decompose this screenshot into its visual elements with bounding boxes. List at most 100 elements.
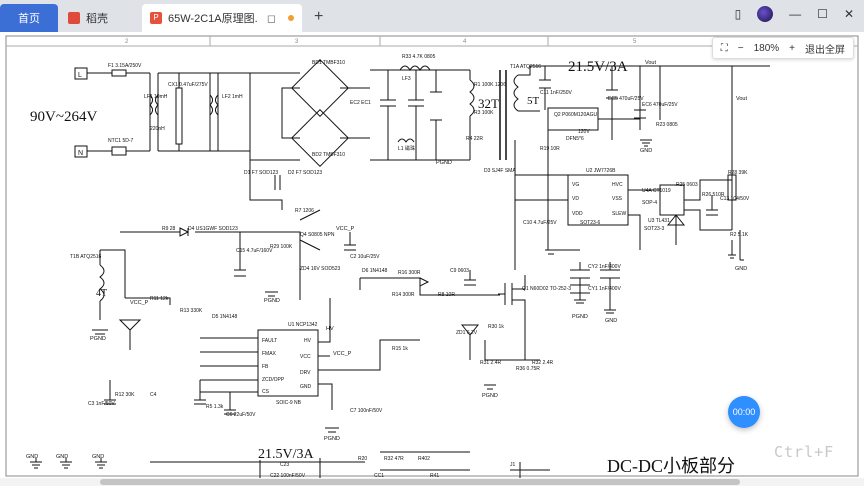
- fit-page-icon[interactable]: ⛶: [720, 42, 728, 54]
- tab-document-label: 65W-2C1A原理图.pdf: [168, 13, 257, 25]
- u1-pin-drv: DRV: [300, 370, 311, 376]
- maximize-button[interactable]: ☐: [817, 7, 828, 21]
- minimize-button[interactable]: —: [789, 7, 802, 21]
- u1-pin-gnd: GND: [300, 384, 312, 390]
- label-f1: F1 3.15A/250V: [108, 63, 142, 69]
- pdf-page-canvas[interactable]: 2 3 4 5 6 L N: [0, 32, 864, 486]
- label-lf2: LF2 1mH: [222, 94, 243, 100]
- label-q1: Q1 N60D02 TO-252-3: [522, 286, 571, 292]
- zoom-out-button[interactable]: −: [737, 42, 744, 54]
- terminal-l-label: L: [78, 72, 82, 79]
- label-r7: R7 1206: [295, 208, 314, 214]
- close-button[interactable]: ✕: [843, 7, 854, 21]
- label-u2: U2 JW7726B: [586, 168, 616, 174]
- exit-fullscreen-button[interactable]: 退出全屏: [805, 44, 845, 56]
- label-r28: R28 39K: [728, 170, 748, 176]
- label-r40: R402: [418, 456, 430, 462]
- tab-docer[interactable]: 稻壳: [60, 4, 140, 32]
- u1-pin-fb: FB: [262, 364, 269, 370]
- label-c13: C13 104/50V: [720, 196, 750, 202]
- u2-pin-hvc: HVC: [612, 182, 623, 188]
- fuse-symbol: [111, 69, 127, 77]
- label-c6: C6 22uF/50V: [226, 412, 256, 418]
- net-gnd: GND: [26, 454, 38, 460]
- ruler-number: 5: [633, 39, 637, 45]
- u2-pin-vdd: VDD: [572, 211, 583, 217]
- label-j1: J1: [510, 462, 516, 468]
- net-vcc-p: VCC_P: [333, 351, 352, 357]
- label-ec6: EC6 470uF/25V: [642, 102, 678, 108]
- net-pgnd: PGND: [482, 393, 498, 399]
- tab-home[interactable]: 首页: [0, 4, 58, 32]
- l1-bead: [397, 138, 415, 143]
- label-r3: R3 100K: [474, 110, 494, 116]
- bridge-bd1: [291, 59, 349, 117]
- label-u1-package: SOIC-9 NB: [276, 400, 302, 406]
- net-vcc-p: VCC_P: [336, 226, 355, 232]
- label-r26: R26 510R: [702, 192, 725, 198]
- u1-pin-hv: HV: [304, 338, 312, 344]
- label-c3: C3 1nF/50V: [88, 401, 115, 407]
- label-c10: C10 4.7uF/25V: [523, 220, 557, 226]
- label-q4: Q4 S0805 NPN: [300, 232, 335, 238]
- terminal-n-label: N: [78, 150, 83, 157]
- label-c22: C22 100nF/50V: [270, 473, 306, 479]
- label-cx1: CX1 0.47uF/275V: [168, 82, 208, 88]
- turns-4t-label: 4T: [96, 288, 107, 299]
- label-r25: R25 0603: [676, 182, 698, 188]
- net-vout: Vout: [645, 60, 656, 66]
- label-c9: C9 0603: [450, 268, 469, 274]
- label-bd1: BD1 TMBF310: [312, 60, 345, 66]
- net-vcc-p: VCC_P: [130, 300, 149, 306]
- label-r12: R12 30K: [115, 392, 135, 398]
- zoom-level[interactable]: 180%: [753, 42, 780, 54]
- tab-document[interactable]: P 65W-2C1A原理图.pdf ◻: [142, 4, 302, 32]
- label-r20: R20: [358, 456, 367, 462]
- zoom-in-button[interactable]: +: [789, 42, 795, 54]
- label-u4a-package: SOP-4: [642, 200, 657, 206]
- scrollbar-thumb[interactable]: [100, 479, 740, 485]
- label-r19: R19 10R: [540, 146, 560, 152]
- u2-pin-vss: VSS: [612, 196, 623, 202]
- u1-pin-vcc: VCC: [300, 354, 311, 360]
- label-c11: C11 1nF/250V: [540, 90, 573, 96]
- label-r41: R41: [430, 473, 439, 479]
- turns-5t-label: 5T: [527, 95, 540, 107]
- sidebar-toggle-icon[interactable]: ▯: [734, 7, 742, 21]
- label-r5: R5 1.3k: [206, 404, 224, 410]
- net-pgnd: PGND: [264, 298, 280, 304]
- label-r31: R31 2.4R: [480, 360, 502, 366]
- cx1-capacitor: [175, 87, 183, 145]
- new-tab-button[interactable]: +: [314, 8, 324, 25]
- u1-pin-fault: FAULT: [262, 338, 277, 344]
- horizontal-scrollbar[interactable]: [0, 478, 864, 486]
- label-u2-package: SOT23-6: [580, 220, 601, 226]
- net-gnd: GND: [56, 454, 68, 460]
- net-pgnd: PGND: [90, 336, 106, 342]
- label-ec2: EC2 EC1: [350, 100, 371, 106]
- user-avatar[interactable]: [757, 6, 774, 22]
- ntc-symbol: [111, 146, 127, 156]
- recording-timer-button[interactable]: 00:00: [728, 396, 760, 428]
- label-r13: R13 330K: [180, 308, 203, 314]
- net-gnd: GND: [640, 148, 652, 154]
- t1b-winding: [99, 264, 105, 302]
- ruler-number: 2: [125, 39, 129, 45]
- u1-ic: [257, 329, 319, 397]
- page-border: [5, 35, 859, 477]
- label-t1a: T1A ATQ2516: [510, 64, 541, 70]
- label-u1: U1 NCP1342: [288, 322, 318, 328]
- output-rating-label-bottom: 21.5V/3A: [258, 447, 315, 462]
- u2-pin-slew: SLEW: [612, 211, 626, 217]
- label-c23: C23: [280, 462, 289, 468]
- tab-home-label: 首页: [18, 13, 40, 25]
- u1-pin-zcd: ZCD/OPP: [262, 377, 285, 383]
- schematic-drawing: 2 3 4 5 6 L N: [5, 35, 859, 479]
- u2-pin-vg: VG: [572, 182, 579, 188]
- watermark-text: Ctrl+F: [774, 443, 835, 461]
- label-lf3: LF3: [402, 76, 411, 82]
- label-cc1: CC1: [374, 473, 384, 479]
- label-lf1: LF1 10mH: [144, 94, 168, 100]
- tab-close-icon[interactable]: ◻: [266, 12, 276, 25]
- label-u3: U3 TL431: [648, 218, 670, 224]
